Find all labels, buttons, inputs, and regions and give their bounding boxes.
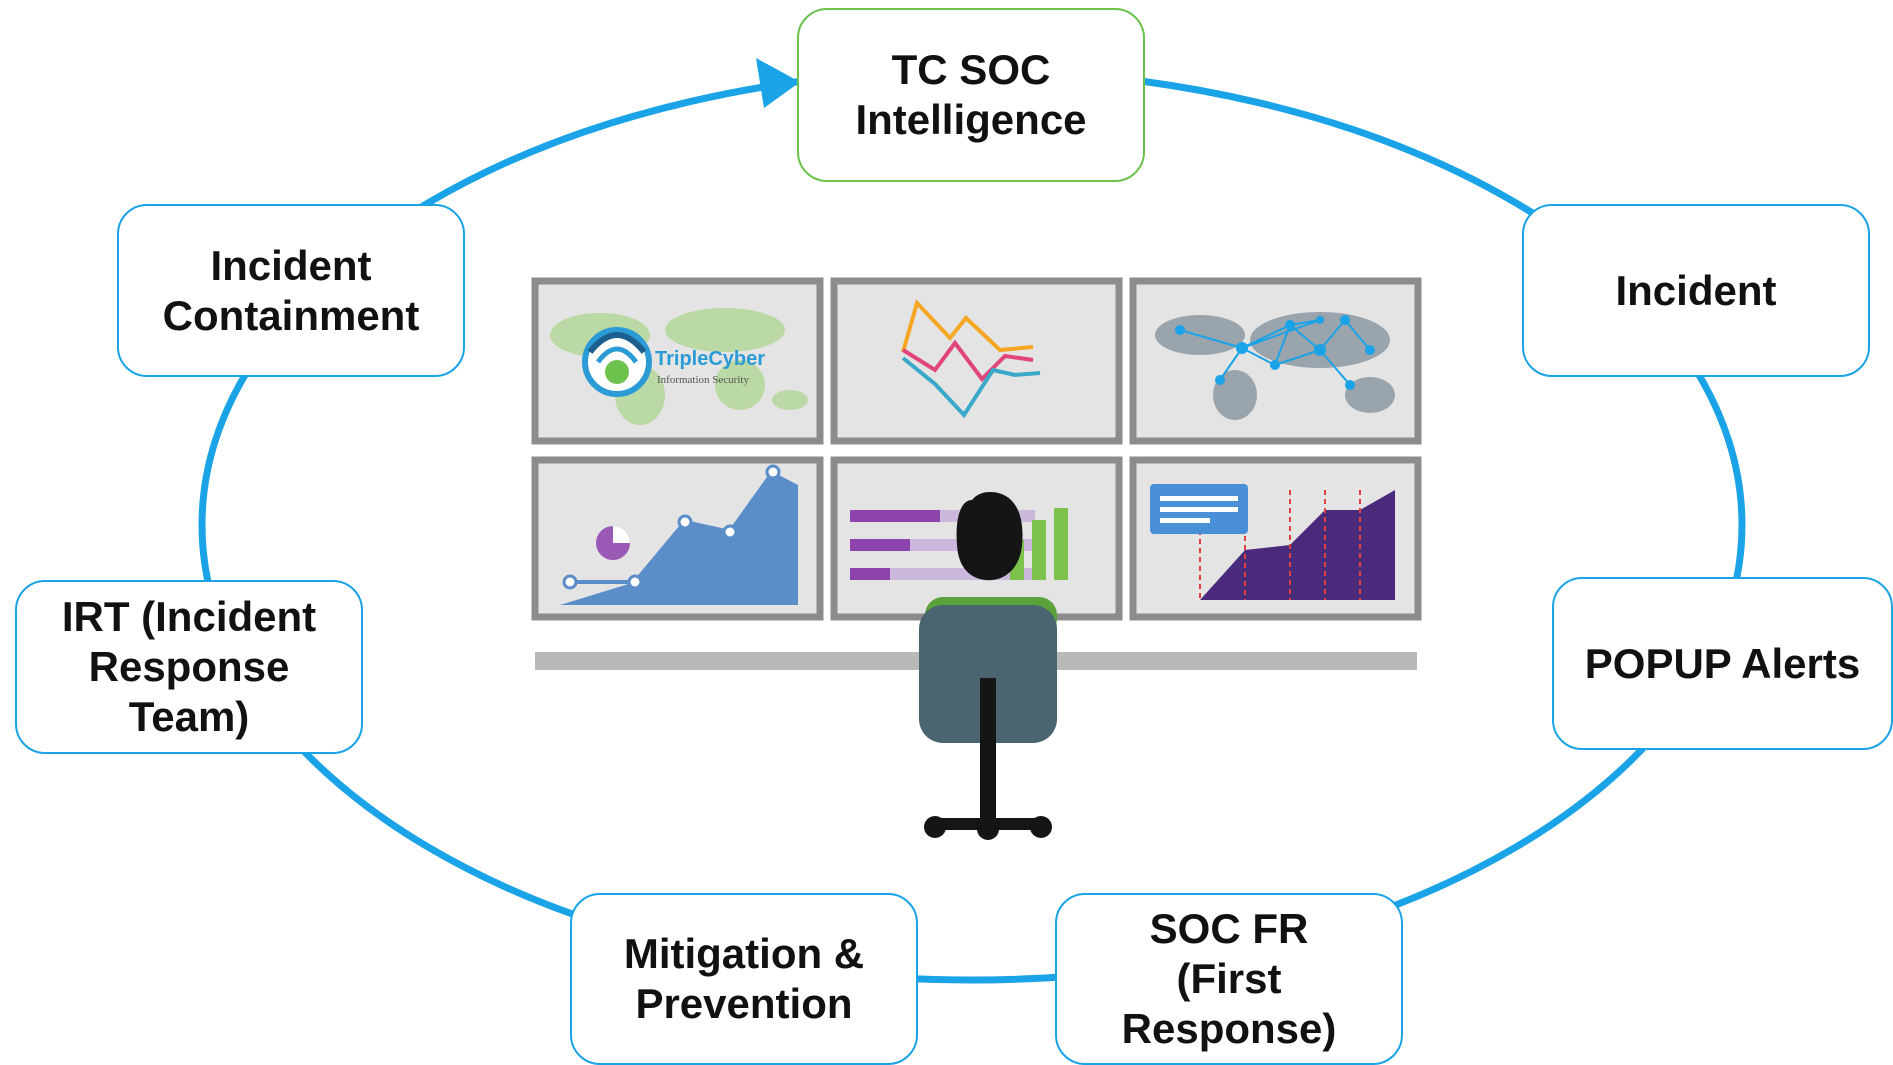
- area-chart-icon: [560, 464, 798, 605]
- svg-text:Information Security: Information Security: [657, 374, 749, 386]
- node-line: (First: [1176, 955, 1282, 1002]
- node-line: TC SOC: [891, 46, 1051, 93]
- node-line: Incident: [210, 241, 372, 289]
- node-line: Mitigation &: [623, 930, 865, 977]
- triplecyber-logo: TripleCyber Information Security: [582, 327, 765, 397]
- network-map-icon: [1155, 312, 1395, 420]
- node-popup-alerts: POPUP Alerts: [1552, 577, 1893, 750]
- svg-text:TripleCyber: TripleCyber: [655, 348, 765, 370]
- monitor-wall-icon: TripleCyber Information Security: [531, 277, 1422, 621]
- node-line: Response: [88, 643, 290, 690]
- line-chart-icon: [901, 299, 1041, 419]
- node-line: Team): [128, 693, 250, 740]
- node-line: Intelligence: [855, 96, 1087, 143]
- growth-chart-icon: [1144, 484, 1395, 600]
- office-chair-icon: [919, 605, 1057, 840]
- node-line: Prevention: [635, 980, 853, 1027]
- node-line: Incident: [1615, 266, 1777, 314]
- node-line: Response): [1121, 1005, 1337, 1052]
- node-line: Containment: [162, 291, 420, 339]
- arrowhead-right-icon: [756, 58, 800, 108]
- node-line: SOC FR: [1149, 905, 1309, 952]
- node-line: POPUP Alerts: [1584, 639, 1861, 687]
- node-line: IRT (Incident: [61, 593, 317, 640]
- node-mitigation-prevention: Mitigation &Prevention: [570, 893, 918, 1065]
- node-incident: Incident: [1522, 204, 1870, 377]
